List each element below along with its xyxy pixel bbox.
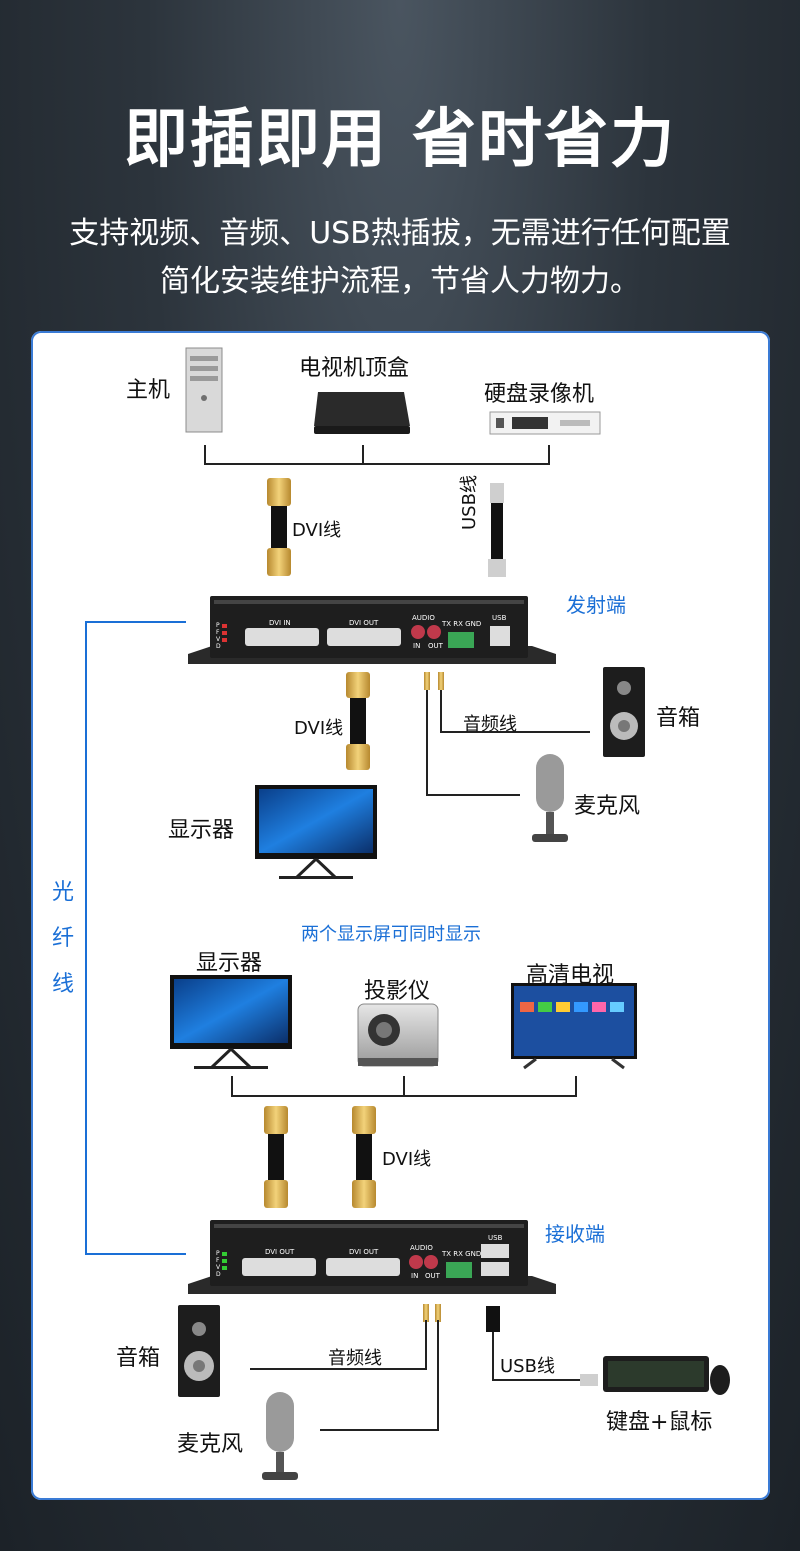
audio-cable-label: 音频线 <box>463 714 517 735</box>
projector-icon <box>357 1003 439 1067</box>
tx-txrx-label: TX RX GND <box>442 620 482 628</box>
keyboard-mouse-label: 键盘+鼠标 <box>606 1410 713 1435</box>
tx-in-label: IN <box>413 642 421 650</box>
dvi-cable-label: DVI线 <box>382 1149 432 1170</box>
rx-audio-label: AUDIO <box>410 1244 433 1252</box>
tx-audio-label: AUDIO <box>412 614 435 622</box>
nvr-icon <box>489 411 601 435</box>
monitor-icon <box>170 975 292 1070</box>
settop-box-label: 电视机顶盒 <box>299 356 410 381</box>
diagram-card <box>31 331 770 1500</box>
rx-dvi-out2-label: DVI OUT <box>349 1248 379 1256</box>
tx-led-label: P F V D <box>216 622 221 650</box>
receiver-label: 接收端 <box>545 1222 605 1246</box>
dvi-cable-icon <box>264 1106 288 1208</box>
dvi-cable-label: DVI线 <box>294 718 344 739</box>
transmitter-box <box>188 596 556 664</box>
rx-out-label: OUT <box>425 1272 440 1280</box>
tx-out-label: OUT <box>428 642 443 650</box>
dvi-cable-icon <box>352 1106 376 1208</box>
fiber-label-3: 线 <box>51 972 74 997</box>
rx-led-label: P F V D <box>216 1250 221 1278</box>
dvi-cable-icon <box>346 672 370 770</box>
monitor-icon <box>255 785 377 880</box>
dvi-cable-label: DVI线 <box>292 520 342 541</box>
speaker-label: 音箱 <box>656 706 701 731</box>
microphone-label: 麦克风 <box>574 794 641 819</box>
usb-cable-icon <box>488 483 506 577</box>
fiber-label-1: 光 <box>51 880 74 905</box>
monitor-label: 显示器 <box>168 818 235 843</box>
receiver-box <box>188 1220 556 1294</box>
monitor-label: 显示器 <box>196 951 263 976</box>
hdtv-label: 高清电视 <box>526 963 615 988</box>
projector-label: 投影仪 <box>364 979 431 1004</box>
transmitter-label: 发射端 <box>566 593 626 617</box>
tx-usb-label: USB <box>492 614 507 622</box>
tv-icon <box>511 983 637 1070</box>
page-title: 即插即用 省时省力 <box>123 103 677 177</box>
fiber-line <box>85 621 186 1255</box>
microphone-icon <box>532 754 568 842</box>
mouse-icon <box>710 1365 730 1395</box>
subtitle-line-2: 简化安装维护流程，节省人力物力。 <box>160 264 640 299</box>
speaker-icon <box>603 667 645 757</box>
subtitle-line-1: 支持视频、音频、USB热插拔，无需进行任何配置 <box>69 216 731 251</box>
rx-usb-label: USB <box>488 1234 503 1242</box>
speaker-label: 音箱 <box>116 1346 161 1371</box>
usb-cable-label: USB线 <box>459 475 480 530</box>
pc-tower-icon <box>185 347 223 433</box>
microphone-label: 麦克风 <box>177 1432 244 1457</box>
set-top-box-icon <box>314 392 410 434</box>
speaker-icon <box>178 1305 220 1397</box>
host-label: 主机 <box>126 378 171 403</box>
nvr-label: 硬盘录像机 <box>484 382 595 407</box>
tx-dvi-in-label: DVI IN <box>269 619 291 627</box>
dual-display-note: 两个显示屏可同时显示 <box>301 924 481 945</box>
fiber-label-2: 纤 <box>51 926 74 951</box>
microphone-icon <box>262 1392 298 1480</box>
keyboard-icon <box>603 1356 709 1392</box>
rx-in-label: IN <box>411 1272 419 1280</box>
rx-txrx-label: TX RX GND <box>442 1250 482 1258</box>
dvi-cable-icon <box>267 478 291 576</box>
usb-cable-label: USB线 <box>500 1356 555 1377</box>
rx-dvi-out1-label: DVI OUT <box>265 1248 295 1256</box>
tx-dvi-out-label: DVI OUT <box>349 619 379 627</box>
audio-cable-label: 音频线 <box>328 1348 382 1369</box>
